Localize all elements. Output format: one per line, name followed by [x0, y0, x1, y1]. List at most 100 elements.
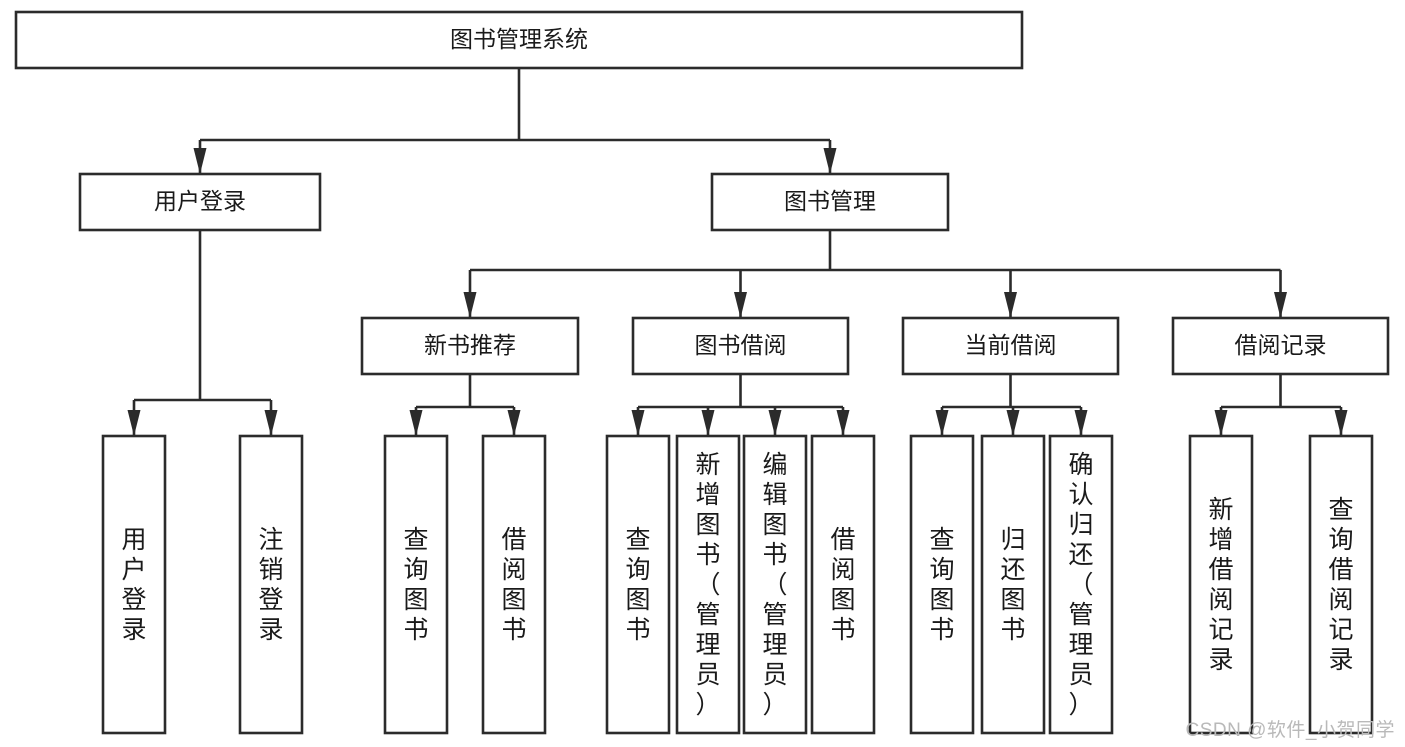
node-box-book-manage[interactable] [710, 172, 950, 232]
connector-group-user-login [127, 230, 278, 436]
node-label-char: 借 [501, 526, 526, 554]
node-label-char: 登 [258, 586, 283, 614]
node-label-char: 询 [1328, 526, 1353, 554]
nodes-layer: 图书管理系统用户登录图书管理新书推荐图书借阅当前借阅借阅记录用户登录注销登录查询… [14, 10, 1390, 735]
node-label-char: 阅 [1208, 586, 1233, 614]
node-label-char: 归 [1000, 526, 1025, 554]
arrow-head-icon [701, 410, 715, 436]
node-label-book-borrow: 图书借阅 [695, 332, 787, 358]
node-label-char: （ [1068, 571, 1093, 599]
node-box-leaf-add-borrow-record[interactable] [1188, 434, 1254, 735]
node-label-char: 用 [121, 526, 146, 554]
arrow-head-icon [1334, 410, 1348, 436]
node-box-leaf-query-books-cur[interactable] [909, 434, 975, 735]
node-label-char: 还 [1068, 541, 1093, 569]
node-label-char: 借 [1328, 556, 1353, 584]
node-label-char: 图 [762, 511, 787, 539]
arrow-head-icon [409, 410, 423, 436]
node-label-char: 书 [501, 616, 526, 644]
node-borrow-record[interactable]: 借阅记录 [1171, 316, 1390, 376]
node-box-user-login[interactable] [78, 172, 322, 232]
node-label-char: 管 [762, 601, 787, 629]
connector-group-book-borrow [631, 374, 850, 436]
node-label-current-borrow: 当前借阅 [965, 332, 1057, 358]
node-box-leaf-query-books-bor[interactable] [605, 434, 671, 735]
arrow-head-icon [935, 410, 949, 436]
node-current-borrow[interactable]: 当前借阅 [901, 316, 1120, 376]
node-label-char: 图 [403, 586, 428, 614]
arrow-head-icon [631, 410, 645, 436]
node-new-book-recommend[interactable]: 新书推荐 [360, 316, 580, 376]
arrow-head-icon [463, 292, 477, 318]
node-label-char: 辑 [762, 481, 787, 509]
node-label-char: 理 [695, 631, 720, 659]
node-label-char: 确 [1068, 451, 1093, 479]
node-label-char: 销 [258, 556, 283, 584]
node-box-leaf-query-books-rec[interactable] [383, 434, 449, 735]
node-label-char: 查 [403, 526, 428, 554]
node-box-current-borrow[interactable] [901, 316, 1120, 376]
node-box-leaf-return-books[interactable] [980, 434, 1046, 735]
node-label-char: 注 [258, 526, 283, 554]
node-label-char: ） [695, 691, 720, 719]
node-user-login[interactable]: 用户登录 [78, 172, 322, 232]
node-box-leaf-add-book-admin[interactable] [675, 434, 741, 735]
node-label-char: 阅 [501, 556, 526, 584]
node-label-root: 图书管理系统 [450, 26, 588, 52]
node-box-leaf-borrow-books-bor[interactable] [810, 434, 876, 735]
node-book-manage[interactable]: 图书管理 [710, 172, 950, 232]
node-label-char: 录 [121, 616, 146, 644]
node-label-char: 户 [121, 556, 146, 584]
node-root[interactable]: 图书管理系统 [14, 10, 1024, 70]
node-label-char: 阅 [830, 556, 855, 584]
node-label-char: 询 [403, 556, 428, 584]
node-label-char: 借 [830, 526, 855, 554]
node-box-leaf-edit-book-admin[interactable] [742, 434, 808, 735]
node-label-char: 录 [1328, 646, 1353, 674]
node-label-char: 新 [695, 451, 720, 479]
node-box-book-borrow[interactable] [631, 316, 850, 376]
node-box-borrow-record[interactable] [1171, 316, 1390, 376]
arrow-head-icon [193, 148, 207, 174]
node-leaf-user-login[interactable]: 用户登录 [101, 434, 167, 735]
connector-group-book-manage [463, 230, 1287, 318]
node-box-root[interactable] [14, 10, 1024, 70]
node-label-char: （ [762, 571, 787, 599]
arrow-head-icon [1274, 292, 1287, 318]
arrow-head-icon [127, 410, 141, 436]
node-box-leaf-query-borrow-record[interactable] [1308, 434, 1374, 735]
node-box-new-book-recommend[interactable] [360, 316, 580, 376]
node-label-char: 员 [762, 661, 787, 689]
node-box-leaf-logout[interactable] [238, 434, 304, 735]
node-label-user-login: 用户登录 [154, 188, 246, 214]
arrow-head-icon [264, 410, 278, 436]
node-label-char: ） [762, 691, 787, 719]
node-label-char: 书 [830, 616, 855, 644]
node-book-borrow[interactable]: 图书借阅 [631, 316, 850, 376]
node-box-leaf-borrow-books-rec[interactable] [481, 434, 547, 735]
node-label-char: 图 [830, 586, 855, 614]
node-label-book-manage: 图书管理 [784, 188, 876, 214]
arrow-head-icon [1004, 292, 1017, 318]
node-label-char: 查 [1328, 496, 1353, 524]
node-label-char: ） [1068, 691, 1093, 719]
node-label-char: 书 [403, 616, 428, 644]
node-box-leaf-user-login[interactable] [101, 434, 167, 735]
node-box-leaf-confirm-return-admin[interactable] [1048, 434, 1114, 735]
node-label-char: 增 [1208, 526, 1233, 554]
node-label-char: 认 [1068, 481, 1093, 509]
node-label-char: 登 [121, 586, 146, 614]
